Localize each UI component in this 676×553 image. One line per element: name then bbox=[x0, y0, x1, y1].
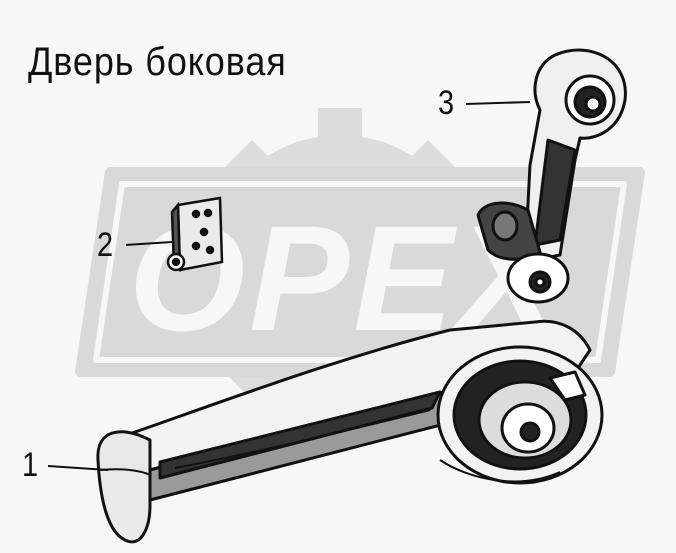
leader-line-2 bbox=[125, 241, 173, 246]
diagram-title: Дверь боковая bbox=[28, 40, 287, 84]
bracket-part bbox=[166, 196, 224, 272]
callout-label-3: 3 bbox=[438, 84, 455, 122]
callout-label-1: 1 bbox=[22, 446, 39, 484]
leader-line-3 bbox=[465, 101, 531, 105]
callout-label-2: 2 bbox=[97, 226, 114, 264]
leader-line-1 bbox=[47, 465, 109, 471]
door-handle-part bbox=[96, 319, 604, 544]
leader-lines bbox=[47, 101, 531, 471]
window-crank-part bbox=[476, 48, 627, 304]
